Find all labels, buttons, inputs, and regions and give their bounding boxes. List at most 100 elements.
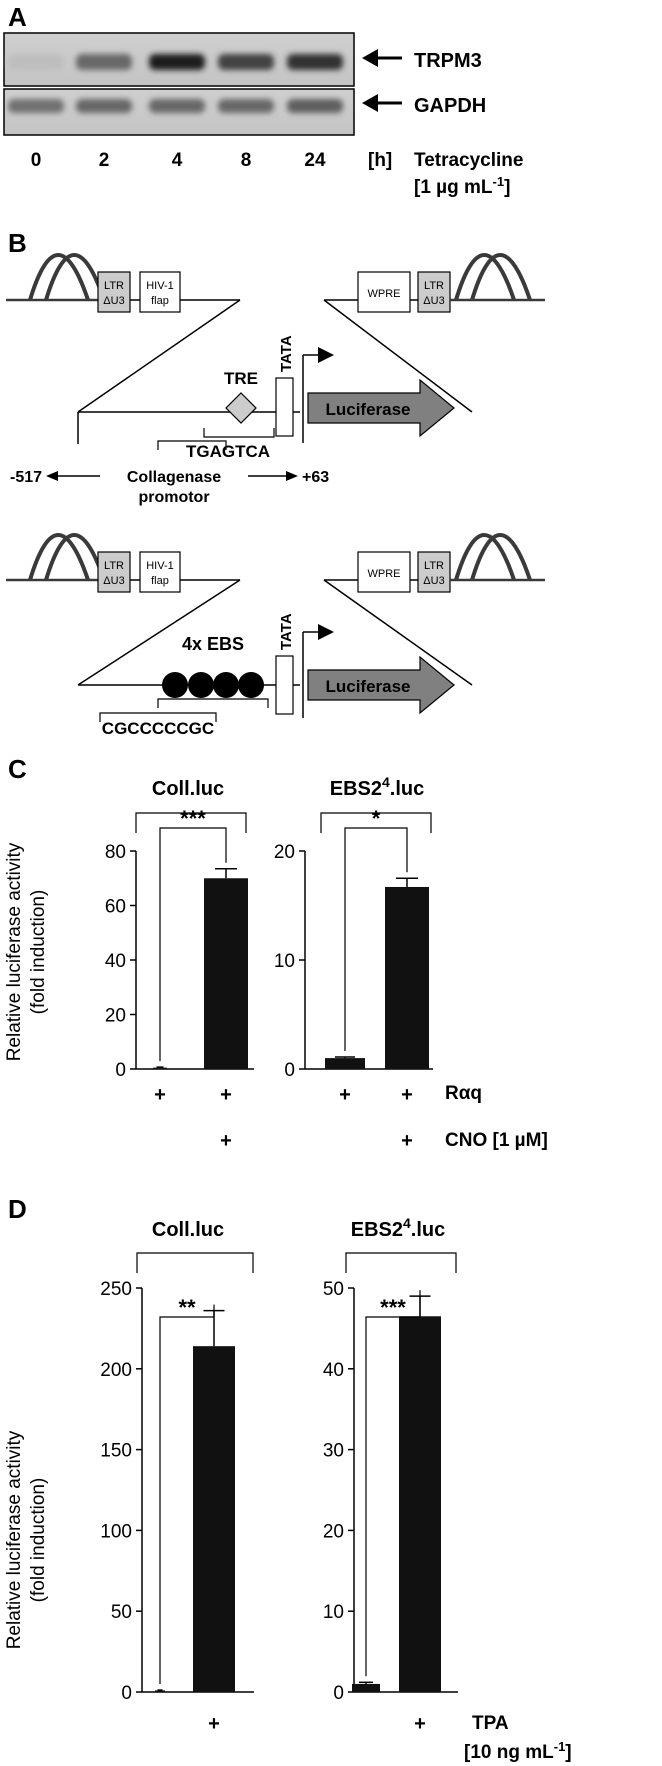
arrow-gapdh (362, 94, 402, 112)
tpa-mark: + (208, 1713, 220, 1735)
row2-mark: + (401, 1130, 413, 1152)
y-axis-label-2: (fold induction) (28, 1478, 49, 1603)
significance-bracket (159, 1304, 215, 1685)
tre-diamond (225, 392, 257, 424)
tata-box-1 (275, 377, 294, 437)
bar (153, 1067, 167, 1070)
panel-b-label: B (8, 228, 27, 258)
chart-title: EBS24.luc (330, 774, 425, 800)
y-tick-label: 0 (333, 1683, 344, 1704)
panel-a: A TRPM3 GAPDH 0 2 4 8 24 [h] Tetracyclin… (3, 2, 523, 198)
y-tick-label: 100 (100, 1521, 132, 1542)
bar (399, 1316, 441, 1692)
promoter-name-1: Collagenase (127, 469, 221, 486)
wpre-box-2 (357, 551, 411, 593)
wpre-label: WPRE (368, 568, 401, 580)
cno-label: CNO [1 µM] (445, 1130, 548, 1151)
y-axis-label-2: (fold induction) (28, 890, 49, 1015)
flap-label: flap (151, 575, 169, 587)
transcription-start-arrow (318, 624, 334, 640)
group-bracket (320, 812, 432, 833)
gapdh-bands (8, 99, 343, 113)
chart-title: EBS24.luc (351, 1215, 446, 1241)
panel-a-label: A (8, 2, 27, 32)
ebs-site (188, 672, 214, 698)
gel-band (287, 54, 343, 70)
ltr-label: LTR (104, 280, 124, 292)
ebs-site (213, 672, 239, 698)
helix-left-1 (6, 253, 112, 302)
ltr-label: LTR (104, 560, 124, 572)
y-tick-label: 150 (100, 1441, 132, 1462)
group-bracket (135, 812, 247, 833)
hiv-label: HIV-1 (146, 280, 174, 292)
gel-band (76, 99, 132, 113)
gel-band (287, 99, 343, 113)
time-unit: [h] (368, 150, 392, 171)
bar (352, 1683, 380, 1692)
time-24: 24 (304, 150, 326, 171)
tre-sequence: TGAGTCA (186, 442, 270, 461)
y-tick-label: 50 (111, 1602, 132, 1623)
tata-label: TATA (278, 613, 295, 650)
luciferase-arrow-2 (307, 655, 455, 715)
ltr-box-2 (417, 271, 451, 313)
gene-gapdh-label: GAPDH (414, 95, 486, 117)
panel-d: D Relative luciferase activity (fold ind… (4, 1194, 572, 1763)
wpre-label: WPRE (368, 288, 401, 300)
row2-mark: + (220, 1130, 232, 1152)
ebs-site (162, 672, 188, 698)
y-tick-label: 250 (100, 1279, 132, 1300)
row1-mark: + (339, 1084, 351, 1106)
time-2: 2 (99, 150, 110, 171)
y-tick-label: 10 (323, 1602, 344, 1623)
significance-bracket (344, 827, 408, 1052)
du3-label: ΔU3 (423, 575, 444, 587)
y-tick-label: 60 (105, 897, 126, 918)
row1-mark: + (401, 1084, 413, 1106)
time-4: 4 (172, 150, 183, 171)
significance-stars: *** (180, 806, 206, 831)
significance-bracket (159, 827, 227, 1062)
luciferase-label: Luciferase (325, 400, 410, 419)
tpa-dose: [10 ng mL-1] (464, 1739, 572, 1763)
trpm3-bands (8, 54, 343, 70)
panel-b: B LTR ΔU3 HIV-1 flap WPRE LTR ΔU3 (6, 228, 545, 738)
hiv-flap-box-2 (139, 551, 181, 593)
zoom-line-left (77, 299, 241, 413)
construct-collagenase: LTR ΔU3 HIV-1 flap WPRE LTR ΔU3 TRE (6, 253, 545, 506)
gel-band (218, 99, 274, 113)
y-tick-label: 10 (274, 951, 295, 972)
ltr-label: LTR (424, 280, 444, 292)
y-tick-label: 30 (323, 1441, 344, 1462)
du3-label: ΔU3 (423, 295, 444, 307)
tata-label: TATA (278, 335, 295, 372)
significance-stars: *** (380, 1295, 406, 1320)
hiv-label: HIV-1 (146, 560, 174, 572)
bar (155, 1690, 165, 1692)
tata-box-2 (275, 655, 294, 715)
panel-c: C Relative luciferase activity (fold ind… (4, 754, 548, 1152)
helix-right-1 (450, 253, 545, 302)
panel-d-label: D (8, 1194, 27, 1224)
group-bracket (136, 1252, 254, 1273)
helix-right-2 (450, 533, 545, 582)
time-8: 8 (241, 150, 252, 171)
y-tick-label: 200 (100, 1360, 132, 1381)
y-tick-label: 20 (274, 842, 295, 863)
bar (204, 878, 248, 1069)
significance-stars: ** (178, 1295, 196, 1320)
y-tick-label: 0 (284, 1060, 295, 1081)
chart-title: Coll.luc (152, 778, 224, 800)
y-axis-label: Relative luciferase activity (4, 1430, 25, 1649)
raq-label: Rαq (445, 1083, 482, 1104)
gel-band (8, 99, 64, 113)
y-axis-label: Relative luciferase activity (4, 842, 25, 1061)
helix-left-2 (6, 533, 112, 582)
luciferase-arrow-1 (307, 378, 455, 438)
